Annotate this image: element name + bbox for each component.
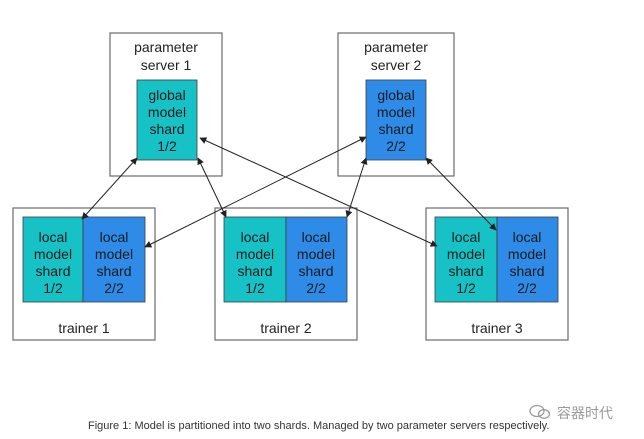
shard-text: local	[302, 229, 331, 245]
shard-text: model	[148, 104, 186, 120]
shard-text: 2/2	[517, 280, 537, 296]
watermark-text: 容器时代	[557, 406, 613, 422]
trainer-1: local model shard 1/2 local model shard …	[12, 207, 156, 341]
shard-text: local	[39, 229, 68, 245]
figure-caption: Figure 1: Model is partitioned into two …	[88, 420, 550, 432]
parameter-server-1: parameter server 1 global model shard 1/…	[109, 32, 223, 177]
shard-text: shard	[298, 263, 333, 279]
parameter-server-2-label-line2: server 2	[371, 57, 422, 73]
shard-text: model	[297, 246, 335, 262]
edge-ps2-trainer2	[345, 157, 368, 218]
shard-text: shard	[149, 121, 184, 137]
shard-text: model	[508, 246, 546, 262]
shard-text: shard	[378, 121, 413, 137]
local-model-shard-1: local model shard 1/2	[223, 216, 287, 303]
trainer-3: local model shard 1/2 local model shard …	[425, 207, 569, 341]
local-model-shard-1: local model shard 1/2	[434, 216, 498, 303]
shard-text: global	[377, 87, 414, 103]
parameter-server-2: parameter server 2 global model shard 2/…	[337, 32, 455, 177]
watermark: 容器时代	[529, 403, 613, 423]
shard-text: local	[452, 229, 481, 245]
edge-ps2-trainer1	[144, 136, 367, 248]
parameter-server-1-label-line1: parameter	[134, 39, 198, 55]
shard-text: global	[148, 87, 185, 103]
shard-text: shard	[35, 263, 70, 279]
shard-text: local	[513, 229, 542, 245]
shard-text: shard	[448, 263, 483, 279]
trainer-2: local model shard 1/2 local model shard …	[214, 207, 358, 341]
local-model-shard-2: local model shard 2/2	[285, 216, 348, 303]
shard-text: shard	[237, 263, 272, 279]
edge-ps1-trainer1	[81, 157, 138, 220]
shard-text: 1/2	[43, 280, 63, 296]
shard-text: 2/2	[306, 280, 326, 296]
shard-text: model	[377, 104, 415, 120]
global-model-shard-1: global model shard 1/2	[136, 79, 198, 161]
global-model-shard-2: global model shard 2/2	[365, 79, 427, 161]
shard-text: local	[241, 229, 270, 245]
local-model-shard-1: local model shard 1/2	[22, 216, 84, 303]
shard-text: model	[447, 246, 485, 262]
shard-text: 2/2	[386, 138, 406, 154]
shard-text: model	[236, 246, 274, 262]
shard-text: shard	[96, 263, 131, 279]
shard-text: 1/2	[456, 280, 476, 296]
local-model-shard-2: local model shard 2/2	[82, 216, 146, 303]
parameter-server-1-label-line2: server 1	[141, 57, 192, 73]
shard-text: shard	[509, 263, 544, 279]
local-model-shard-2: local model shard 2/2	[496, 216, 559, 303]
parameter-server-2-label-line1: parameter	[364, 39, 428, 55]
trainer-1-label: trainer 1	[58, 320, 110, 336]
shard-text: 1/2	[245, 280, 265, 296]
shard-text: model	[34, 246, 72, 262]
shard-text: local	[100, 229, 129, 245]
trainer-2-label: trainer 2	[260, 320, 312, 336]
shard-text: 2/2	[104, 280, 124, 296]
edge-ps2-trainer3	[425, 157, 497, 231]
trainer-3-label: trainer 3	[471, 320, 523, 336]
wechat-logo-icon	[529, 404, 551, 419]
shard-text: model	[95, 246, 133, 262]
shard-text: 1/2	[157, 138, 177, 154]
